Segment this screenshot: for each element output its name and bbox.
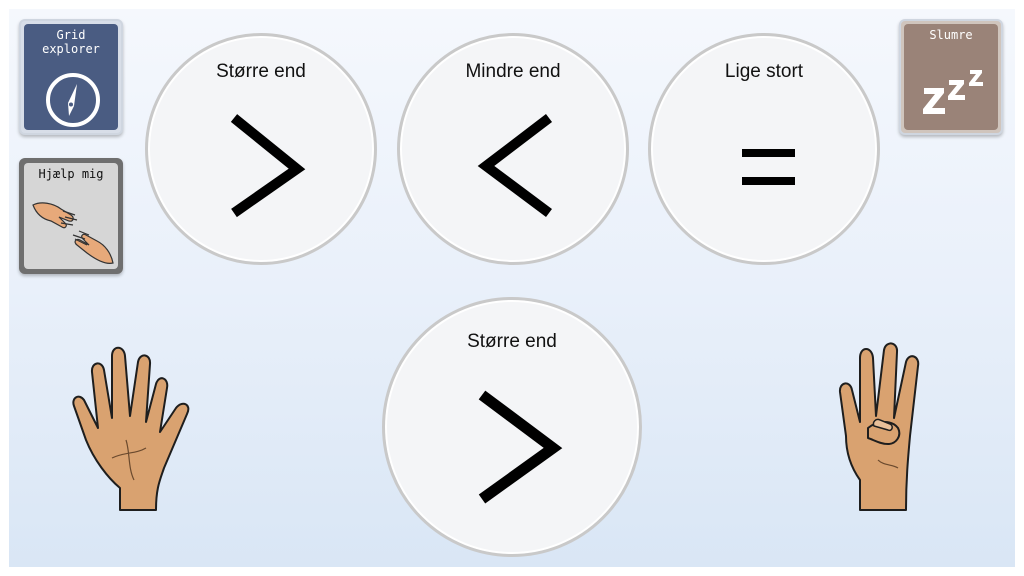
grid-explorer-tile-face: Grid explorer bbox=[24, 24, 118, 130]
answer-label: Større end bbox=[467, 331, 557, 352]
answer-greater-than-symbol-icon bbox=[478, 390, 563, 504]
greater-than-choice[interactable]: Større end bbox=[145, 33, 377, 265]
grid-explorer-button[interactable]: Grid explorer bbox=[19, 19, 123, 135]
less-than-choice[interactable]: Mindre end bbox=[397, 33, 629, 265]
help-me-tile-face: Hjælp mig bbox=[24, 163, 118, 269]
compass-icon bbox=[46, 73, 100, 127]
help-me-button[interactable]: Hjælp mig bbox=[19, 158, 123, 274]
snooze-button[interactable]: Slumre bbox=[899, 19, 1003, 135]
less-than-label: Mindre end bbox=[465, 61, 561, 82]
zzz-icon bbox=[923, 70, 983, 114]
hand-five-fingers-icon bbox=[72, 346, 190, 511]
greater-than-symbol-icon bbox=[230, 114, 306, 218]
answer-circle: Større end bbox=[382, 297, 642, 557]
equals-symbol-icon bbox=[742, 149, 795, 185]
hand-four-fingers-icon bbox=[838, 342, 920, 511]
help-me-label: Hjælp mig bbox=[38, 167, 104, 181]
equal-label: Lige stort bbox=[724, 61, 804, 82]
equal-choice[interactable]: Lige stort bbox=[648, 33, 880, 265]
less-than-symbol-icon bbox=[477, 114, 553, 218]
snooze-label: Slumre bbox=[929, 28, 973, 42]
grid-explorer-label: Grid explorer bbox=[42, 28, 100, 56]
greater-than-label: Større end bbox=[216, 61, 306, 82]
snooze-tile-face: Slumre bbox=[904, 24, 998, 130]
helping-hands-icon bbox=[32, 202, 114, 264]
